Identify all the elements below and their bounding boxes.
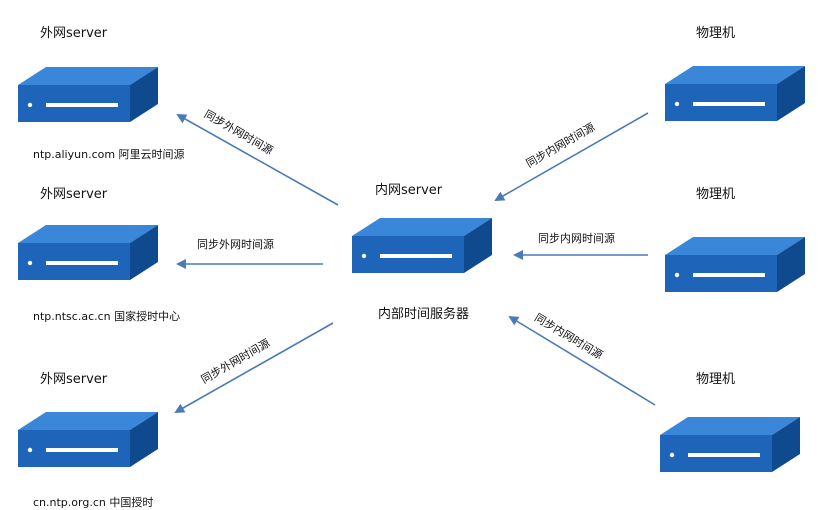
arrow-to-external-1 — [176, 114, 339, 206]
external-server-2-caption: ntp.ntsc.ac.cn 国家授时中心 — [33, 310, 181, 323]
external-server-3-caption: cn.ntp.org.cn 中国授时 — [33, 496, 154, 509]
arrow-from-physical-1 — [494, 112, 649, 201]
external-server-1-caption: ntp.aliyun.com 阿里云时间源 — [33, 148, 185, 161]
edge-label-to-external-2: 同步外网时间源 — [197, 238, 274, 251]
arrow-from-physical-3 — [508, 315, 656, 406]
physical-machine-1-icon — [665, 66, 805, 121]
physical-machine-1-title: 物理机 — [696, 26, 736, 41]
internal-server-title: 内网server — [375, 183, 443, 198]
external-server-3-title: 外网server — [40, 372, 108, 387]
external-server-1-title: 外网server — [40, 26, 108, 41]
internal-server-caption: 内部时间服务器 — [378, 307, 470, 322]
external-server-3-icon — [18, 412, 158, 467]
external-server-1-icon — [18, 67, 158, 122]
arrow-to-external-3 — [174, 322, 334, 413]
internal-server-icon — [352, 218, 492, 273]
physical-machine-2-title: 物理机 — [696, 187, 736, 202]
physical-machine-3-title: 物理机 — [696, 372, 736, 387]
external-server-2-icon — [18, 225, 158, 280]
edge-label-from-physical-2: 同步内网时间源 — [538, 232, 615, 245]
physical-machine-2-icon — [665, 237, 805, 292]
physical-machine-3-icon — [660, 417, 800, 472]
external-server-2-title: 外网server — [40, 187, 108, 202]
